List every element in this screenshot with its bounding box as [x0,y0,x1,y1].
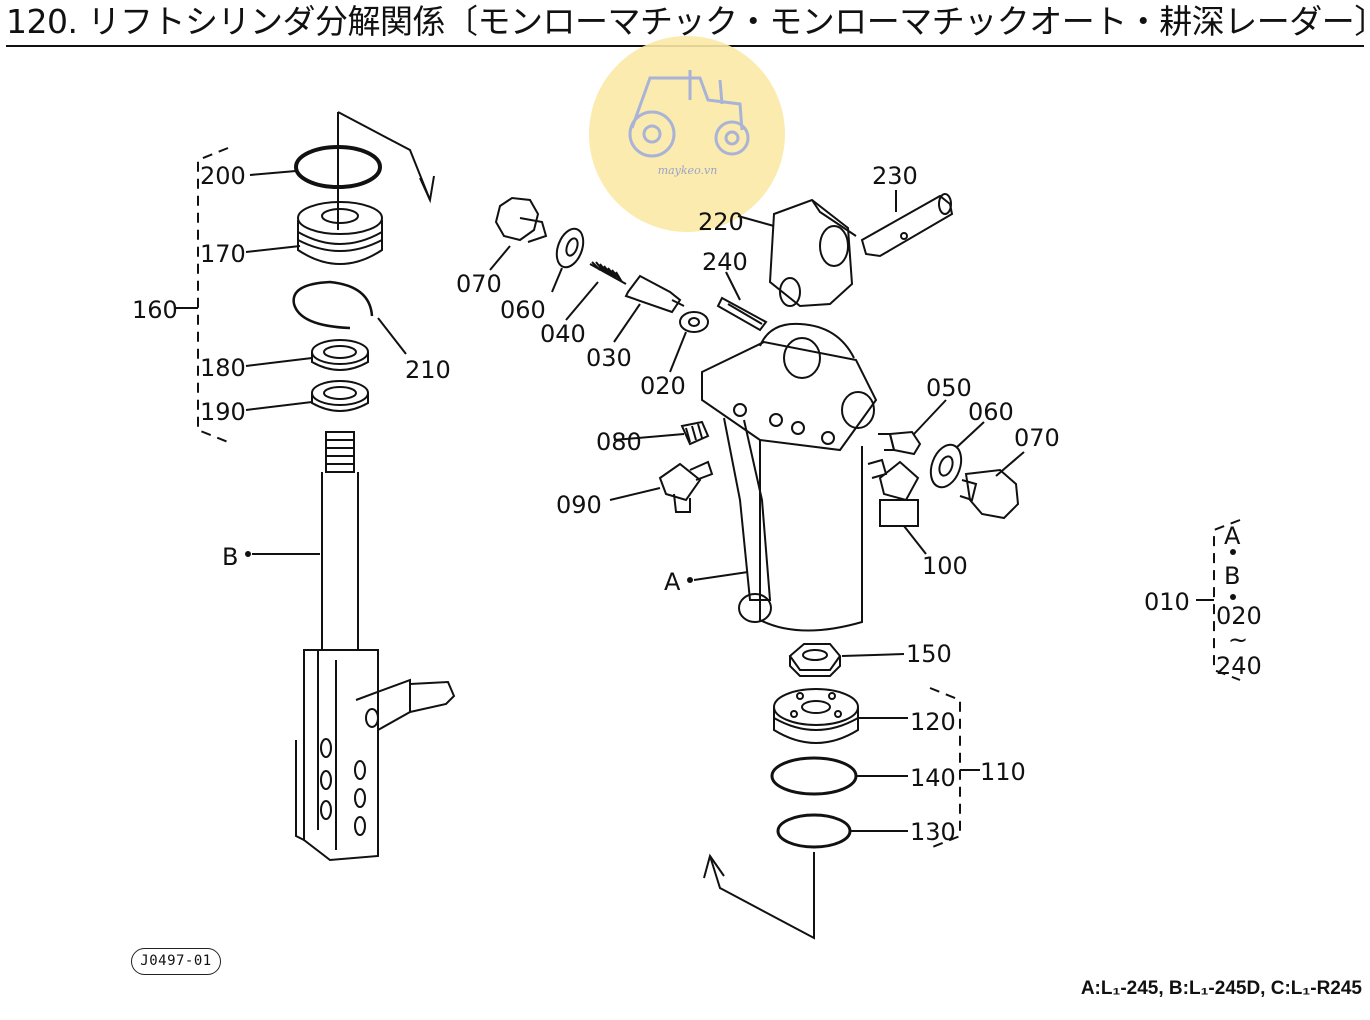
part-050-check-valve [878,430,922,456]
legend-bracket-b: B [1224,562,1240,590]
label-A-cylinder: A [664,568,681,596]
part-230-pin [860,193,954,258]
legend-bracket-to: 240 [1216,652,1262,680]
part-100-elbow-fitting [867,458,920,527]
part-150-nut [788,643,842,677]
label-110: 110 [980,758,1026,786]
label-130: 130 [910,818,956,846]
watermark-logo [589,36,785,232]
label-010: 010 [1144,588,1190,616]
label-140: 140 [910,764,956,792]
label-080: 080 [596,428,642,456]
part-190-washer [311,380,369,412]
legend-bracket-from: 020 [1216,602,1262,630]
label-210: 210 [405,356,451,384]
label-070-top: 070 [456,270,502,298]
flow-arrow-bottom [709,852,815,940]
label-070-right: 070 [1014,424,1060,452]
part-210-snap-ring [292,280,374,330]
part-080-screw [680,420,710,446]
label-220: 220 [698,208,744,236]
drawing-code-badge: J0497-01 [131,948,221,975]
label-120: 120 [910,708,956,736]
label-060-right: 060 [968,398,1014,426]
part-220-clevis [768,198,857,308]
part-090-elbow-fitting [658,460,714,513]
label-040: 040 [540,320,586,348]
part-040-spring [589,261,627,285]
part-lift-cylinder-body [701,322,878,632]
label-230: 230 [872,162,918,190]
label-030: 030 [586,344,632,372]
part-120-piston [773,688,859,744]
watermark-text: maykeo.vn [657,164,718,177]
label-050: 050 [926,374,972,402]
label-090: 090 [556,491,602,519]
part-140-ring [770,756,858,796]
part-030-valve [624,274,685,314]
tractor-icon [628,70,750,158]
flow-arrow-left [337,111,431,230]
part-lift-rod [295,431,456,862]
part-130-ring [776,813,852,849]
part-020-seat [679,311,709,333]
label-020: 020 [640,372,686,400]
part-240-roll-pin [716,296,768,332]
label-B-rod: B [222,543,238,571]
label-180: 180 [200,354,246,382]
label-240: 240 [702,248,748,276]
part-070-plug-top [494,196,548,243]
part-070-plug-right [959,468,1020,520]
model-applicability-note: A:L₁-245, B:L₁-245D, C:L₁-R245 [1080,978,1362,999]
part-060-washer-top [555,227,585,269]
part-180-washer [311,339,369,371]
label-060-top: 060 [500,296,546,324]
part-200-ring [294,145,382,189]
label-150: 150 [906,640,952,668]
page-title: 120. リフトシリンダ分解関係〔モンローマチック・モンローマチックオート・耕深… [6,2,1370,41]
label-100: 100 [922,552,968,580]
label-200: 200 [200,162,246,190]
label-160: 160 [132,296,178,324]
part-170-plug [297,201,383,265]
label-190: 190 [200,398,246,426]
legend-bracket-a: A [1224,522,1241,550]
part-060-washer-right [929,443,963,489]
legend-bracket-tilde: ~ [1228,626,1248,654]
label-170: 170 [200,240,246,268]
